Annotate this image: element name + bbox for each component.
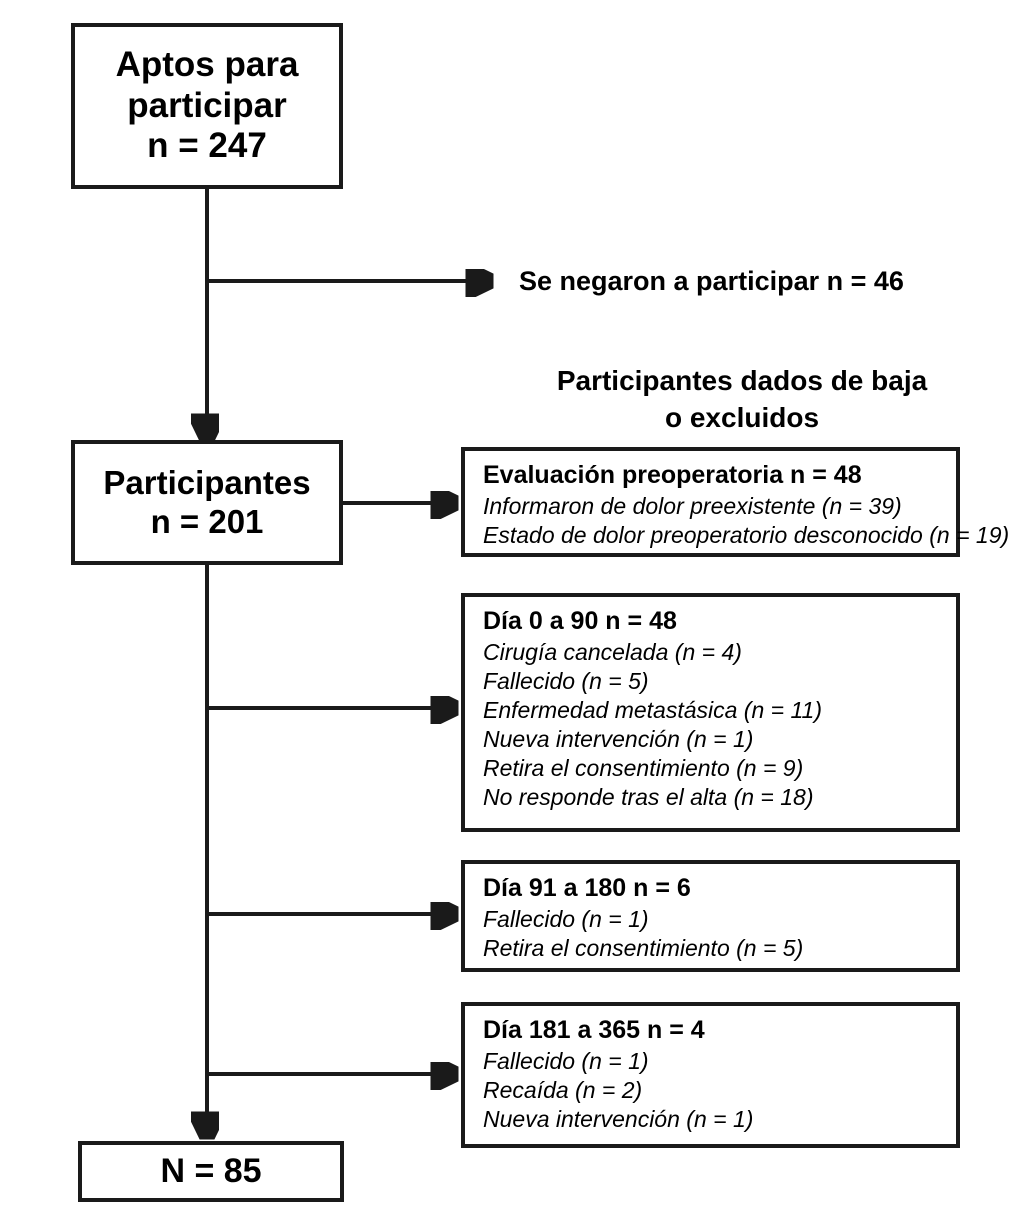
exclusion-heading: Día 0 a 90 n = 48 (483, 607, 677, 635)
node-exclusion-preoperative: Evaluación preoperatoria n = 48 Informar… (461, 447, 1010, 557)
exclusion-reason: Retira el consentimiento (n = 9) (483, 754, 804, 781)
exclusion-heading: Día 91 a 180 n = 6 (483, 874, 691, 902)
node-participants-label: Participantes (103, 464, 311, 502)
node-participants: Participantes n = 201 (71, 440, 343, 565)
label-excluded-heading-line-1: Participantes dados de baja (556, 365, 928, 396)
node-exclusion-day-91-180: Día 91 a 180 n = 6 Fallecido (n = 1) Ret… (461, 860, 960, 972)
node-participants-count: n = 201 (150, 502, 264, 540)
exclusion-reason: Informaron de dolor preexistente (n = 39… (483, 492, 902, 519)
exclusion-reason: Retira el consentimiento (n = 5) (483, 934, 804, 961)
node-eligible: Aptos para participar n = 247 (71, 23, 343, 189)
exclusion-reason: Fallecido (n = 1) (483, 905, 649, 932)
exclusion-reason: Enfermedad metastásica (n = 11) (483, 696, 822, 723)
exclusion-reason: Recaída (n = 2) (483, 1076, 643, 1103)
exclusion-reason: Cirugía cancelada (n = 4) (483, 638, 742, 665)
label-excluded-heading-line-2: o excluidos (664, 401, 820, 433)
exclusion-reason: Fallecido (n = 5) (483, 667, 649, 694)
exclusion-reason: Nueva intervención (n = 1) (483, 725, 754, 752)
node-eligible-line-1: Aptos para (115, 45, 299, 85)
exclusion-reason: Estado de dolor preoperatorio desconocid… (483, 521, 1010, 548)
label-refused: Se negaron a participar n = 46 (519, 266, 904, 296)
node-exclusion-day-0-90: Día 0 a 90 n = 48 Cirugía cancelada (n =… (461, 593, 960, 832)
exclusion-reason: Fallecido (n = 1) (483, 1047, 649, 1074)
node-eligible-line-2: participar (127, 85, 287, 125)
node-analyzed: N = 85 (78, 1141, 344, 1202)
exclusion-heading: Evaluación preoperatoria n = 48 (483, 461, 862, 489)
exclusion-heading: Día 181 a 365 n = 4 (483, 1016, 705, 1044)
node-analyzed-count: N = 85 (160, 1151, 262, 1190)
label-excluded-heading: Participantes dados de baja o excluidos (532, 363, 952, 437)
node-eligible-count: n = 247 (147, 126, 267, 166)
exclusion-reason: Nueva intervención (n = 1) (483, 1105, 754, 1132)
node-exclusion-day-181-365: Día 181 a 365 n = 4 Fallecido (n = 1) Re… (461, 1002, 960, 1148)
exclusion-reason: No responde tras el alta (n = 18) (483, 783, 814, 810)
